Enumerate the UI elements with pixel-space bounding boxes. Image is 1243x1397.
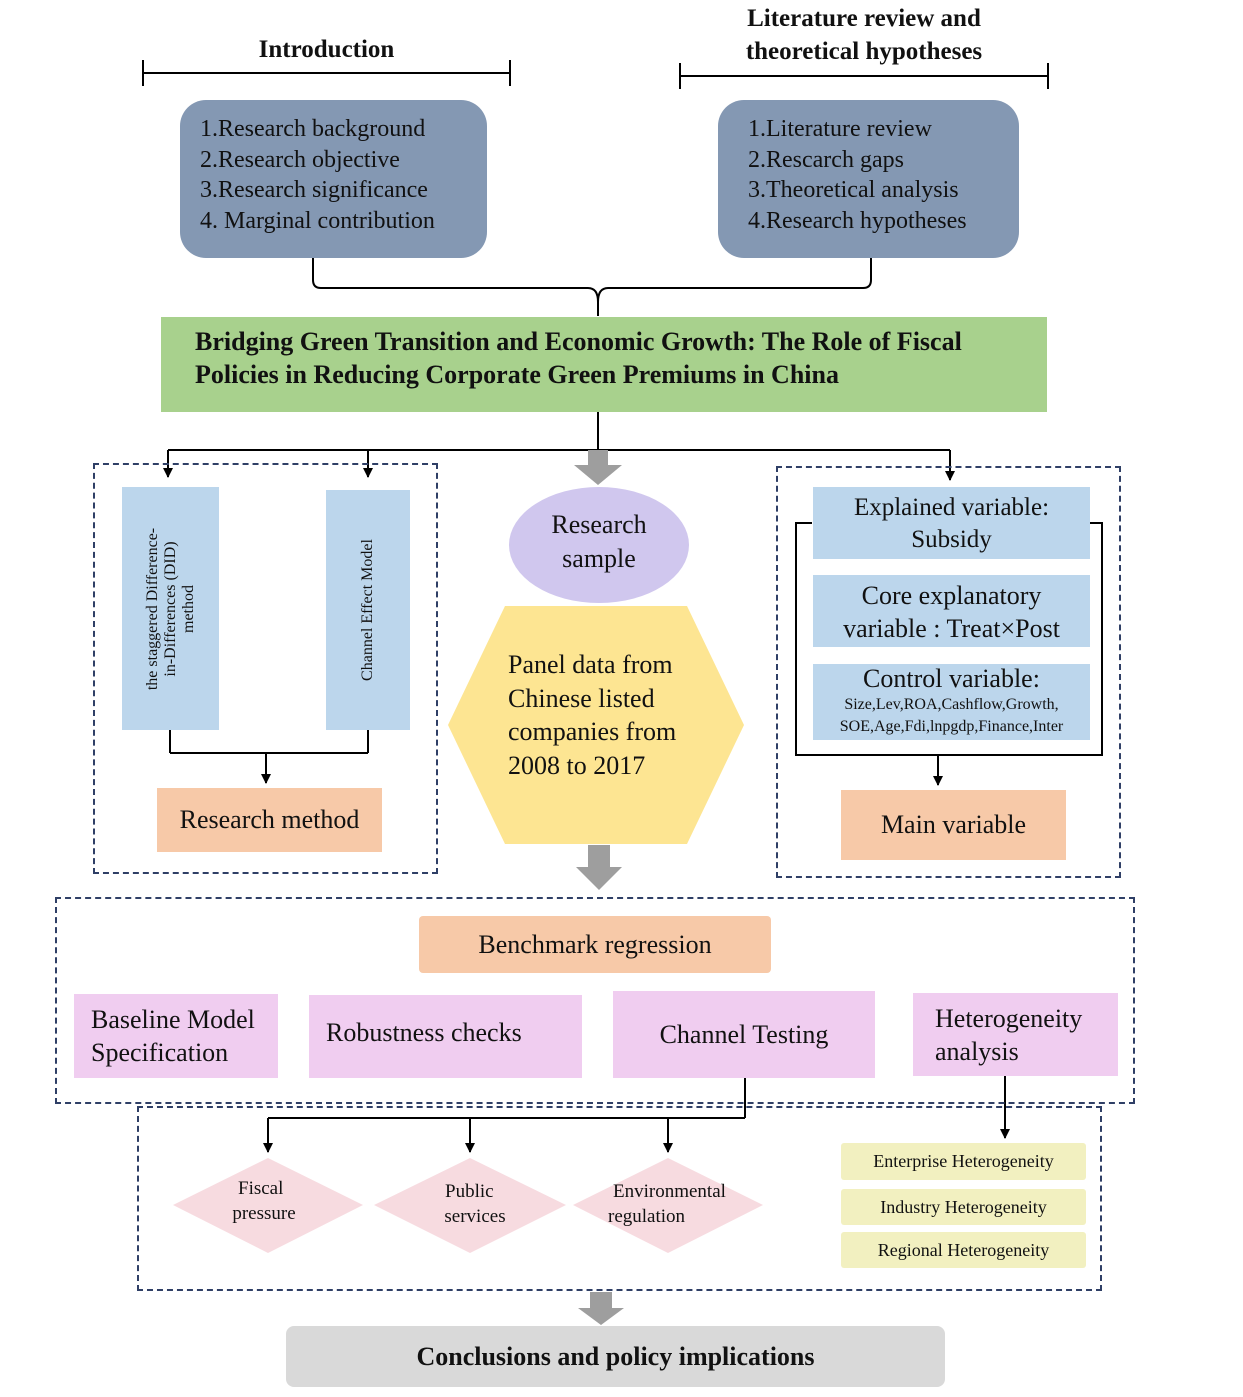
research-method-panel: [93, 463, 438, 874]
panel-data-text: Panel data from Chinese listed companies…: [508, 648, 718, 782]
down-block-arrow: [578, 1292, 624, 1325]
benchmark-regression-label: Benchmark regression: [419, 916, 771, 973]
main-variable-panel: [776, 466, 1121, 878]
environmental-regulation-diamond: [573, 1158, 763, 1253]
core-variable-box: Core explanatory variable : Treat×Post: [813, 575, 1090, 647]
literature-item: 4.Research hypotheses: [748, 207, 967, 234]
research-sample-ellipse: [509, 487, 689, 603]
panel-data-hexagon: [448, 606, 744, 844]
control-variable-list: Size,Lev,ROA,Cashflow,Growth,: [844, 696, 1059, 713]
sample-line: sample: [562, 544, 636, 573]
explained-variable-value: Subsidy: [911, 526, 992, 553]
did-method-box: the staggered Difference- in-Differences…: [122, 487, 219, 730]
fiscal-pressure-diamond: [173, 1158, 363, 1253]
explained-variable-box: Explained variable: Subsidy: [813, 487, 1090, 559]
did-method-text: the staggered Difference- in-Differences…: [144, 527, 198, 689]
explained-variable-title: Explained variable:: [853, 494, 1050, 521]
did-line: in-Differences (DID): [161, 540, 179, 677]
main-title-box: Bridging Green Transition and Economic G…: [161, 317, 1047, 412]
diamond-line: Environmental: [613, 1181, 726, 1202]
baseline-line: Baseline Model: [91, 1005, 255, 1034]
literature-box: 1.Literature review 2.Rescarch gaps 3.Th…: [718, 100, 1019, 258]
panel-line: 2008 to 2017: [508, 750, 646, 780]
control-variable-title: Control variable:: [863, 664, 1040, 693]
literature-item: 1.Literature review: [748, 116, 932, 142]
environmental-regulation-label: Environmental regulation: [608, 1179, 748, 1229]
literature-heading: Literature review and theoretical hypoth…: [680, 2, 1048, 68]
introduction-item: 2.Research objective: [200, 146, 400, 173]
robustness-checks-box: Robustness checks: [309, 995, 582, 1078]
conclusion-box: Conclusions and policy implications: [286, 1326, 945, 1387]
public-services-label: Public services: [420, 1179, 530, 1229]
literature-heading-line2: theoretical hypotheses: [745, 38, 983, 65]
introduction-item: 3.Research significance: [200, 177, 428, 203]
channel-panel: [137, 1106, 1102, 1291]
control-variable-box: Control variable: Size,Lev,ROA,Cashflow,…: [813, 664, 1090, 740]
main-variable-label: Main variable: [841, 790, 1066, 860]
public-services-diamond: [374, 1158, 566, 1253]
channel-effect-model-text: Channel Effect Model: [359, 539, 376, 681]
introduction-item: 4. Marginal contribution: [200, 207, 435, 234]
main-title-line1: Bridging Green Transition and Economic G…: [195, 327, 962, 356]
did-line: the staggered Difference-: [143, 527, 161, 690]
panel-line: Chinese listed: [508, 683, 655, 713]
heterogeneity-line: analysis: [935, 1036, 1019, 1066]
sample-line: Research: [551, 510, 647, 539]
literature-item: 3.Theoretical analysis: [748, 177, 959, 203]
baseline-line: Specification: [91, 1038, 229, 1067]
diamond-line: Public: [445, 1181, 494, 1202]
diamond-line: Fiscal: [238, 1178, 284, 1199]
heterogeneity-line: Heterogeneity: [935, 1003, 1083, 1033]
literature-heading-line1: Literature review and: [747, 5, 981, 32]
panel-line: Panel data from: [508, 650, 673, 679]
diamond-line: services: [444, 1206, 506, 1227]
core-variable-line: variable : Treat×Post: [843, 614, 1060, 643]
fiscal-pressure-label: Fiscal pressure: [214, 1176, 314, 1226]
industry-heterogeneity: Industry Heterogeneity: [841, 1189, 1086, 1225]
regression-panel: [55, 897, 1135, 1104]
literature-item: 2.Rescarch gaps: [748, 146, 904, 173]
introduction-item: 1.Research background: [200, 116, 426, 142]
introduction-box: 1.Research background 2.Research objecti…: [180, 100, 487, 258]
channel-testing-box: Channel Testing: [613, 991, 875, 1078]
enterprise-heterogeneity: Enterprise Heterogeneity: [841, 1143, 1086, 1180]
control-variable-list: SOE,Age,Fdi,lnpgdp,Finance,Inter: [839, 718, 1064, 735]
diamond-line: regulation: [608, 1206, 686, 1227]
down-block-arrow: [576, 845, 622, 890]
baseline-model-box: Baseline Model Specification: [74, 994, 278, 1078]
did-line: method: [179, 584, 197, 633]
down-block-arrow: [574, 450, 622, 485]
channel-effect-model-box: Channel Effect Model: [326, 490, 410, 730]
main-title-line2: Policies in Reducing Corporate Green Pre…: [195, 360, 839, 389]
core-variable-line: Core explanatory: [861, 581, 1042, 610]
regional-heterogeneity: Regional Heterogeneity: [841, 1232, 1086, 1268]
introduction-heading: Introduction: [258, 36, 395, 63]
research-method-label: Research method: [157, 788, 382, 852]
diamond-line: pressure: [232, 1203, 296, 1224]
research-sample-label: Research sample: [509, 508, 689, 576]
heterogeneity-analysis-box: Heterogeneity analysis: [913, 993, 1118, 1076]
panel-line: companies from: [508, 717, 677, 746]
